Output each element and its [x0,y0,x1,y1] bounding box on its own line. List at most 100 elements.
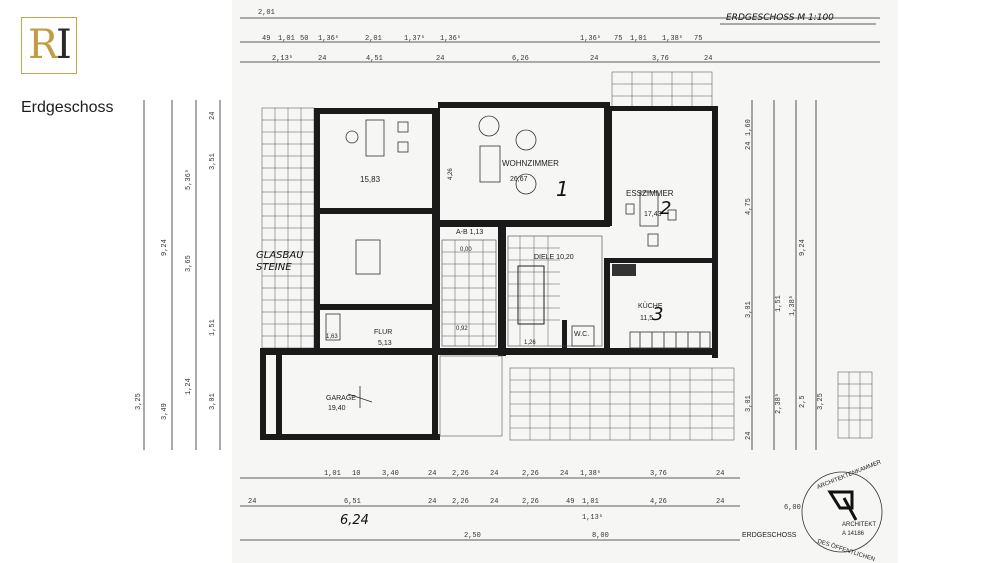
hand-bottom-dim: 6,24 [340,513,369,528]
dim-bot-1-2: 3,40 [382,470,399,478]
dim-right-2: 4,75 [745,198,753,215]
dim-bot-1-5: 24 [490,470,498,478]
dim-top-3-6: 3,76 [652,55,669,63]
dim-right-10: 3,25 [817,393,825,410]
dim-top-2-10: 1,38⁵ [662,35,683,43]
dim-bot-2-4: 24 [490,498,498,506]
hand-steine: STEINE [256,262,292,273]
dim-left-4: 3,51 [209,153,217,170]
dim-top-2-2: 50 [300,35,308,43]
room-area-5: 11,5 [640,315,653,322]
furniture [325,115,711,408]
sidebar: R I Erdgeschoss [0,0,240,563]
small-label-0: 4,26 [448,168,454,180]
room-name-1: WOHNZIMMER [502,159,559,168]
dim-top-3-1: 24 [318,55,326,63]
stamp-line-2: ARCHITEKT [842,522,876,528]
dim-right-1: 1,60 [745,119,753,136]
dim-bot-1-8: 1,38⁵ [580,470,601,478]
small-label-4: 0,00 [460,247,472,253]
dim-bot-2-6: 49 [566,498,574,506]
dim-bot-1-0: 1,01 [324,470,341,478]
room-name-5: KÜCHE [638,302,663,310]
stamp-line-3: A 14186 [842,531,865,537]
room-area-6: 5,13 [378,340,392,347]
small-label-2: 1,26 [524,340,536,346]
room-area-8: 19,40 [328,405,346,412]
dim-left-9: 24 [209,112,217,120]
dim-right-9: 2,5 [799,395,807,408]
bottom-dimensions: 1,01 10 3,40 24 2,26 24 2,26 24 1,38⁵ 3,… [240,470,797,541]
room-name-8: GARAGE [326,395,356,402]
room-area-1: 26,67 [510,176,528,183]
dim-bot-1-3: 24 [428,470,436,478]
dim-left-1: 3,49 [161,403,169,420]
small-label-3: 1,63 [326,334,338,340]
room-name-4: DIELE 10,20 [534,254,574,261]
dim-left-8: 1,24 [185,378,193,395]
dim-bot-2-0: 24 [248,498,256,506]
hand-number-2: 2 [660,198,671,219]
footer-note: ERDGESCHOSS [742,532,797,539]
hand-glasbau: GLASBAU [256,250,304,261]
hand-number-3: 3 [652,304,663,325]
dim-bot-2-7: 1,01 [582,498,599,506]
dim-right-3: 3,01 [745,301,753,318]
dim-bot-1-4: 2,26 [452,470,469,478]
logo-letter-i: I [56,22,72,68]
dim-bot-1-1: 10 [352,470,360,478]
dim-right-6: 1,38⁵ [789,295,797,316]
room-name-2: ESSZIMMER [626,189,674,198]
brand-logo: R I [21,17,77,74]
dim-left-0: 3,25 [135,393,143,410]
hand-number-1: 1 [556,177,569,201]
dim-top-2-7: 1,36⁵ [580,35,601,43]
dim-top-2-3: 1,36⁵ [318,35,339,43]
handwritten-notes: 1 2 3 GLASBAU STEINE 6,24 [256,177,671,528]
right-dimensions: 24 1,60 4,75 3,01 1,51 9,24 1,38⁵ 3,01 2… [745,100,825,450]
dim-top-2-0: 49 [262,35,270,43]
stairs [439,235,603,437]
dim-top-2-5: 1,37⁵ [404,35,425,43]
dim-bot-3-0: 1,13⁵ [582,514,603,522]
walls [260,102,718,440]
room-area-0: 15,83 [360,175,381,184]
dim-right-4: 1,51 [775,295,783,312]
dim-bot-2-5: 2,26 [522,498,539,506]
room-area-2: 17,43 [644,211,662,218]
dim-top-3-2: 4,51 [366,55,383,63]
top-dimensions: 2,01 49 1,01 50 1,36⁵ 2,01 1,37⁵ 1,36⁵ 1… [240,9,880,63]
stamp-extra-dim: 6,00 [784,504,801,512]
dim-top-3-4: 6,26 [512,55,529,63]
dim-top-2-11: 75 [694,35,702,43]
dim-right-7: 3,01 [745,395,753,412]
dim-right-8: 2,38⁵ [775,393,783,414]
dim-top-3-7: 24 [704,55,712,63]
dim-left-3: 5,36⁵ [185,169,193,190]
dim-bot-1-9: 3,76 [650,470,667,478]
terrace-bottom [509,367,873,441]
dim-top-2-1: 1,01 [278,35,295,43]
dim-top-1: 2,01 [258,9,275,17]
room-name-6: FLUR [374,329,392,336]
dim-left-6: 1,51 [209,319,217,336]
dim-bot-4-1: 8,00 [592,532,609,540]
dim-right-5: 9,24 [799,239,807,256]
small-label-1: 0,92 [456,326,468,332]
dim-top-3-5: 24 [590,55,598,63]
dim-bot-2-8: 4,26 [650,498,667,506]
dim-left-2: 9,24 [161,239,169,256]
room-labels: 15,83 WOHNZIMMER 26,67 ESSZIMMER 17,43 A… [326,159,674,412]
plan-paper [232,0,898,563]
dim-top-3-3: 24 [436,55,444,63]
dim-bot-1-10: 24 [716,470,724,478]
terrace-left [261,107,315,349]
dim-top-3-0: 2,13⁵ [272,55,293,63]
room-name-7: W.C. [574,331,589,338]
logo-letter-r: R [28,22,59,68]
left-dimensions: 3,25 3,49 9,24 5,36⁵ 3,51 3,65 1,51 3,01… [135,100,221,450]
dim-right-11: 24 [745,432,753,440]
floor-label: Erdgeschoss [21,99,114,116]
dim-left-5: 3,65 [185,255,193,272]
